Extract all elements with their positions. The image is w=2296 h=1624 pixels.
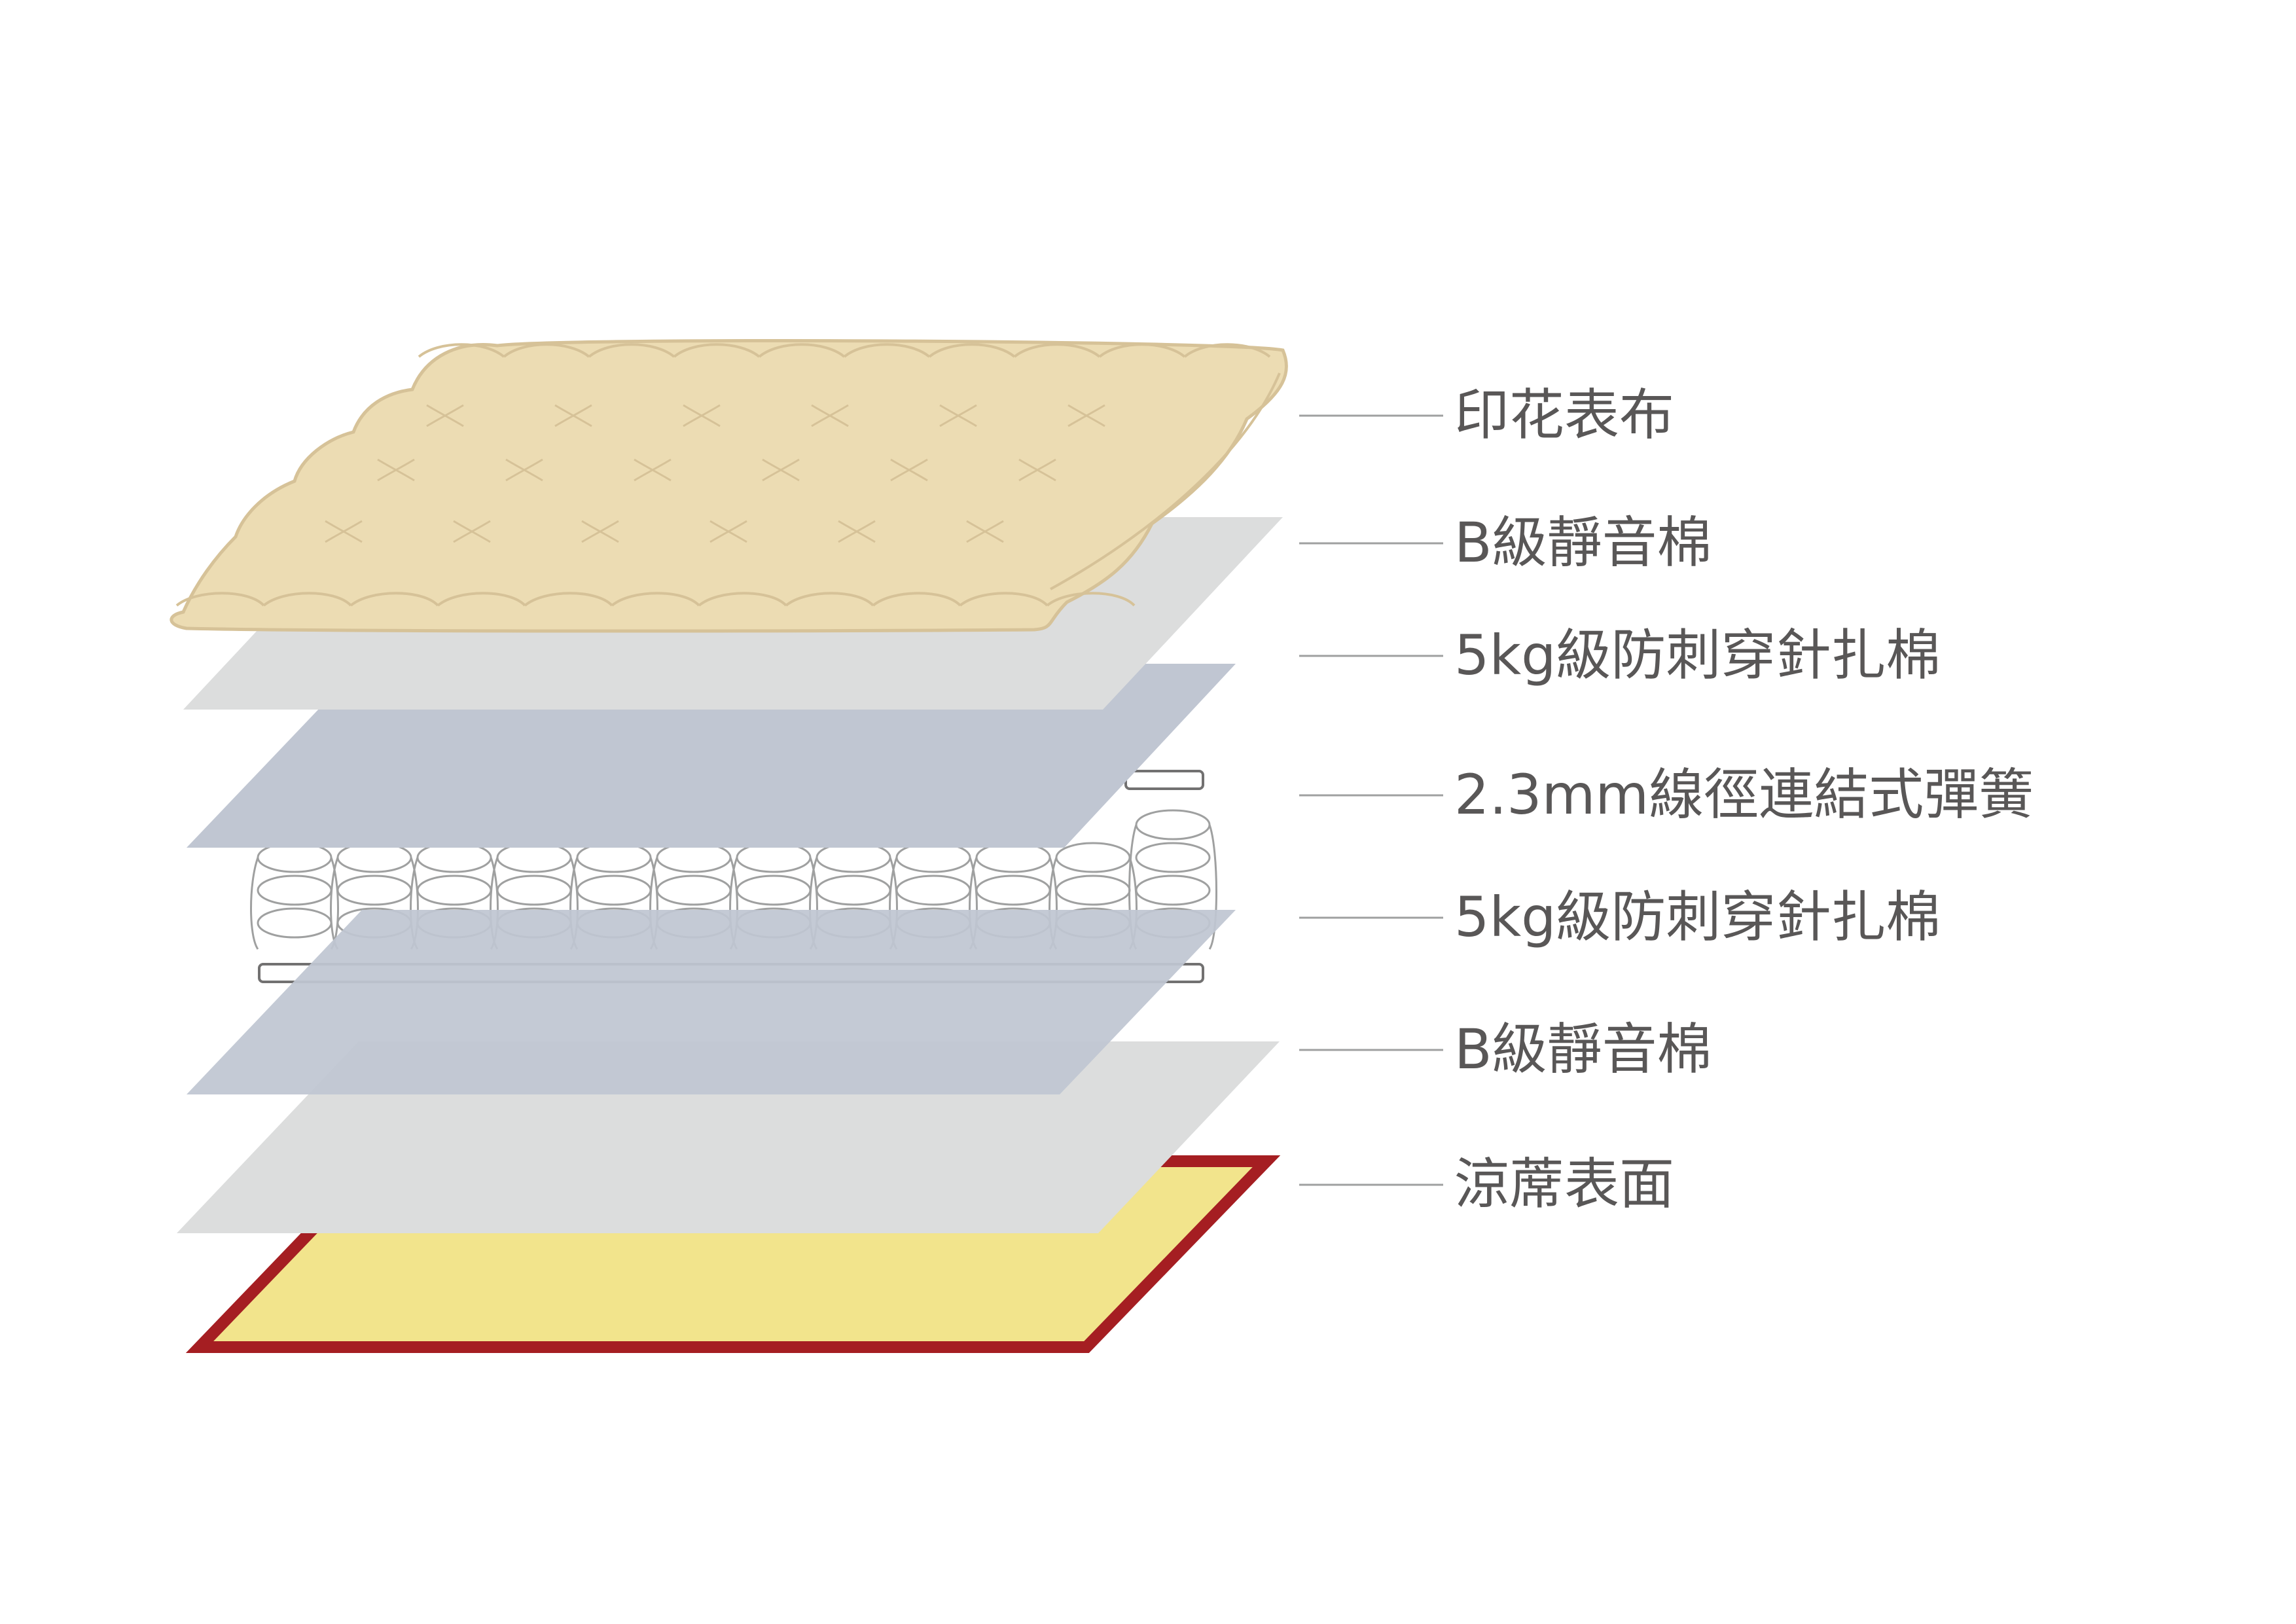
tuft-stitch [762,458,800,482]
scallop-seam [698,592,787,607]
puncture-cotton-upper-layer [187,664,1236,848]
scallop-seam [262,592,352,607]
tuft-stitch [1018,458,1056,482]
scallop-seam [524,592,613,607]
layer-name: 5kg級防刺穿針扎棉 [1454,885,1941,949]
scallop-seam [843,343,931,358]
tuft-stitch [1067,404,1105,427]
layer-name: 涼蓆表面 [1454,1152,1674,1216]
scallop-seam [418,343,505,358]
layer-label-1: 印花表布 [1299,383,1674,447]
tuft-stitch [811,404,849,427]
scallop-seam [611,592,700,607]
scallop-seam [588,343,675,358]
scallop-seam [175,592,265,607]
tuft-stitch [966,520,1004,543]
layer-labels: 印花表布 B級靜音棉 5kg級防刺穿針扎棉 2.3mm線徑連結式彈簧 5kg級防刺穿針扎… [1299,383,2034,1216]
layer-label-2: B級靜音棉 [1299,511,1712,575]
scallop-seam [350,592,439,607]
tuft-stitch [581,520,619,543]
layer-name: 印花表布 [1454,383,1674,447]
scallop-seam [1046,592,1136,607]
layer-label-4: 2.3mm線徑連結式彈簧 [1299,763,2034,827]
fabric-tuft-stitches [325,404,1105,543]
fabric-edge-seam [1050,372,1281,590]
fabric-scallop-seams [175,343,1281,607]
tuft-stitch [683,404,721,427]
scallop-seam [785,592,874,607]
layer-label-6: B級靜音棉 [1299,1017,1712,1081]
tuft-stitch [426,404,464,427]
tuft-stitch [890,458,928,482]
printed-fabric-layer [170,339,1288,633]
scallop-seam [673,343,761,358]
tuft-stitch [554,404,592,427]
layer-name: B級靜音棉 [1454,1017,1712,1081]
spring-coil [1128,809,1217,950]
scallop-seam [928,343,1016,358]
scallop-seam [872,592,961,607]
scallop-seam [437,592,526,607]
layer-label-7: 涼蓆表面 [1299,1152,1674,1216]
scallop-seam [1183,343,1271,358]
scallop-seam [758,343,846,358]
layer-name: 5kg級防刺穿針扎棉 [1454,623,1941,687]
tuft-stitch [939,404,977,427]
scallop-seam [1013,343,1101,358]
tuft-stitch [377,458,415,482]
scallop-seam [1098,343,1186,358]
layer-label-3: 5kg級防刺穿針扎棉 [1299,623,1941,687]
scallop-seam [503,343,590,358]
layer-label-5: 5kg級防刺穿針扎棉 [1299,885,1941,949]
spring-top-frame [1124,770,1204,790]
tuft-stitch [838,520,876,543]
layer-name: 2.3mm線徑連結式彈簧 [1454,763,2034,827]
tuft-stitch [709,520,747,543]
layer-name: B級靜音棉 [1454,511,1712,575]
puncture-cotton-lower-layer [187,910,1236,1094]
spring-coil [250,842,339,950]
tuft-stitch [634,458,672,482]
tuft-stitch [325,520,363,543]
tuft-stitch [453,520,491,543]
tuft-stitch [505,458,543,482]
scallop-seam [959,592,1049,607]
